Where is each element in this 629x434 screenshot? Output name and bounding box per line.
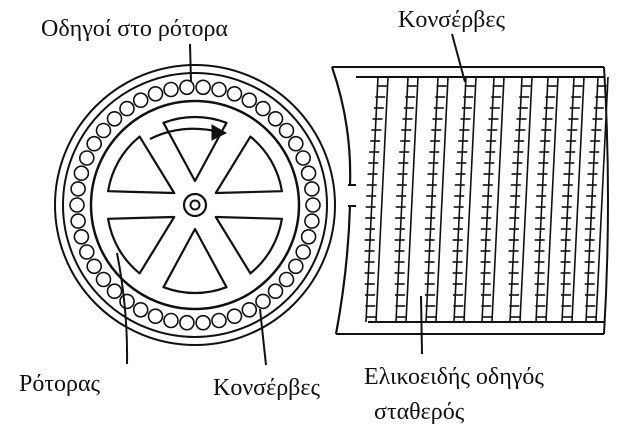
helix-line <box>425 76 439 323</box>
can-circle <box>287 258 304 275</box>
rotor-cans <box>69 79 321 331</box>
can-circle <box>79 244 95 260</box>
can-circle <box>95 122 112 139</box>
can-circle <box>86 135 102 152</box>
inner-housing-ring <box>62 72 328 338</box>
can-circle <box>69 197 85 213</box>
helix-line <box>453 76 467 323</box>
rotor-hub <box>182 192 208 218</box>
spoke-opening <box>214 135 283 195</box>
rotor-axle <box>189 199 201 211</box>
spoke-opening <box>107 215 176 275</box>
curved-arrow-icon <box>149 127 221 140</box>
can-circle <box>211 312 227 329</box>
can-circle <box>295 244 312 260</box>
can-circle <box>295 150 312 166</box>
can-circle <box>300 229 317 245</box>
can-circle <box>255 100 271 117</box>
can-circle <box>70 181 86 197</box>
can-circle <box>86 258 102 275</box>
can-circle <box>211 81 227 98</box>
can-circle <box>119 293 135 310</box>
rotor-assembly <box>54 64 336 346</box>
helix-line <box>545 76 559 323</box>
helix-line <box>535 76 549 323</box>
leader-rotor <box>116 252 129 365</box>
can-circle <box>305 197 321 213</box>
label-cans-top: Κονσέρβες <box>398 7 505 33</box>
can-circle <box>147 308 164 325</box>
leader-rotor-guides <box>189 43 192 83</box>
can-circle <box>73 165 90 181</box>
drum-right-edge <box>603 66 609 335</box>
outer-housing-ring <box>54 64 336 346</box>
helix-line <box>463 76 477 323</box>
helical-drum <box>330 66 609 335</box>
can-circle <box>226 308 243 325</box>
can-circle <box>304 213 320 229</box>
can-circle <box>132 92 149 108</box>
helix-line <box>571 76 585 323</box>
can-circle <box>70 213 86 229</box>
can-circle <box>132 301 149 318</box>
can-circle <box>304 181 320 197</box>
helix-line <box>405 76 419 323</box>
helix-line <box>435 76 449 323</box>
spoke-opening <box>107 135 176 195</box>
can-circle <box>226 86 243 102</box>
can-circle <box>241 301 258 318</box>
label-rotor-guides: Οδηγοί στο ρότορα <box>41 16 229 42</box>
helix-line <box>595 76 609 323</box>
can-circle <box>163 81 179 98</box>
label-helical-guide-line1: Ελικοειδής οδηγός <box>364 364 544 390</box>
can-circle <box>179 314 195 331</box>
can-circle <box>179 79 195 96</box>
can-circle <box>195 79 211 96</box>
can-circle <box>267 283 284 300</box>
helical-guide-channels <box>364 76 609 323</box>
can-circle <box>300 165 317 181</box>
can-circle <box>79 150 95 166</box>
can-circle <box>73 229 90 245</box>
rotor-rim <box>89 99 301 311</box>
spoke-opening <box>162 227 228 295</box>
helix-line <box>481 76 495 323</box>
rotor-spokes <box>107 115 283 295</box>
helix-line <box>375 76 389 323</box>
can-circle <box>147 86 164 102</box>
leader-lines <box>116 33 466 366</box>
label-helical-guide-line2: σταθερός <box>374 399 465 425</box>
spoke-opening <box>214 215 283 275</box>
label-cans-bottom: Κονσέρβες <box>213 375 320 401</box>
can-circle <box>278 271 295 288</box>
label-rotor: Ρότορας <box>19 371 101 397</box>
helix-line <box>585 76 599 323</box>
leader-cans-bottom <box>259 308 267 366</box>
leader-helical-guide <box>420 295 423 355</box>
curved-arrow-head <box>211 124 228 141</box>
leader-cans-top <box>451 33 466 83</box>
helix-line <box>365 76 379 323</box>
can-circle <box>95 271 112 288</box>
spoke-opening <box>162 115 228 183</box>
can-circle <box>106 111 123 127</box>
helix-line <box>491 76 505 323</box>
helix-line <box>509 76 523 323</box>
can-circle <box>106 283 123 300</box>
can-circle <box>255 293 271 310</box>
drum-left-arc-lower <box>334 205 352 335</box>
can-circle <box>119 100 135 117</box>
can-circle <box>195 314 211 331</box>
can-circle <box>278 122 295 139</box>
can-circle <box>163 312 179 329</box>
helix-line <box>561 76 575 323</box>
helix-line <box>519 76 533 323</box>
drum-left-arc-upper <box>330 66 352 186</box>
can-circle <box>267 111 284 127</box>
can-circle <box>241 92 258 108</box>
helix-line <box>395 76 409 323</box>
can-circle <box>287 135 304 152</box>
